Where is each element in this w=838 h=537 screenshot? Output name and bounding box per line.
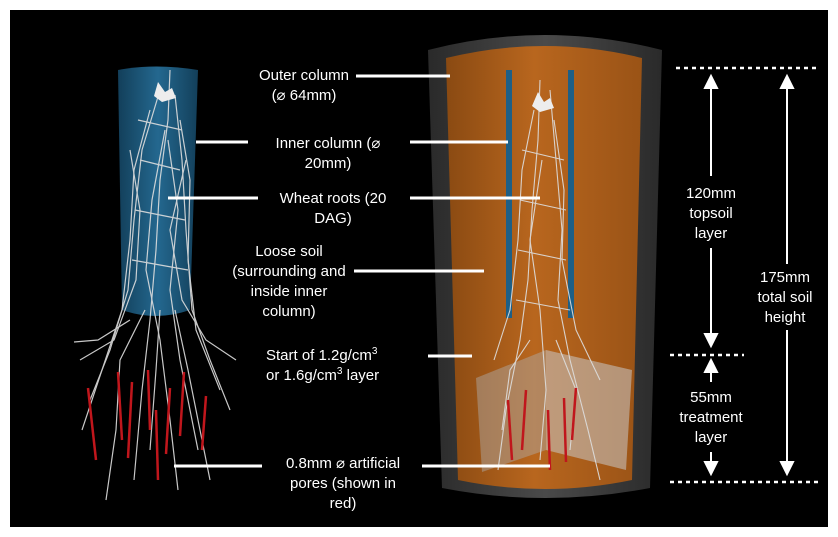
cut-face-right [546,350,632,470]
left-pores [88,370,206,480]
loose-soil-line3: inside inner [226,282,352,302]
inner-column-shape [118,67,198,317]
left-root-column [74,67,236,501]
inner-column-line2: 20mm) [250,154,406,174]
inner-column-wall-right [568,70,574,318]
treatment-line2: treatment [666,408,756,428]
loose-soil-line2: (surrounding and [226,262,352,282]
figure: Outer column (⌀ 64mm) Inner column (⌀ 20… [10,10,828,527]
outer-column-line2: (⌀ 64mm) [256,86,352,106]
pores-line1: 0.8mm ⌀ artificial [268,454,418,474]
total-line2: total soil [742,288,828,308]
treatment-line1: 55mm [666,388,756,408]
inner-column-line1: Inner column (⌀ [250,134,406,154]
total-line1: 175mm [742,268,828,288]
pores-line3: red) [268,494,418,514]
label-dense-layer: Start of 1.2g/cm3 or 1.6g/cm3 layer [266,346,424,386]
label-outer-column: Outer column (⌀ 64mm) [256,66,352,106]
label-total-height: 175mm total soil height [742,268,828,328]
wheat-roots-line2: DAG) [260,209,406,229]
label-loose-soil: Loose soil (surrounding and inside inner… [226,242,352,322]
dense-layer-line2: or 1.6g/cm3 layer [266,366,424,386]
label-pores: 0.8mm ⌀ artificial pores (shown in red) [268,454,418,514]
label-topsoil: 120mm topsoil layer [670,184,752,244]
label-inner-column: Inner column (⌀ 20mm) [250,134,406,174]
topsoil-line3: layer [670,224,752,244]
loose-soil-line4: column) [226,302,352,322]
inner-column-wall-left [506,70,512,318]
label-wheat-roots: Wheat roots (20 DAG) [260,189,406,229]
pores-line2: pores (shown in [268,474,418,494]
total-line3: height [742,308,828,328]
dense-layer-line1: Start of 1.2g/cm3 [266,346,424,366]
label-treatment: 55mm treatment layer [666,388,756,448]
topsoil-line2: topsoil [670,204,752,224]
loose-soil-line1: Loose soil [226,242,352,262]
right-outer-column [428,35,662,498]
diagram-artwork [10,10,828,527]
treatment-line3: layer [666,428,756,448]
outer-column-line1: Outer column [256,66,352,86]
topsoil-line1: 120mm [670,184,752,204]
wheat-roots-line1: Wheat roots (20 [260,189,406,209]
